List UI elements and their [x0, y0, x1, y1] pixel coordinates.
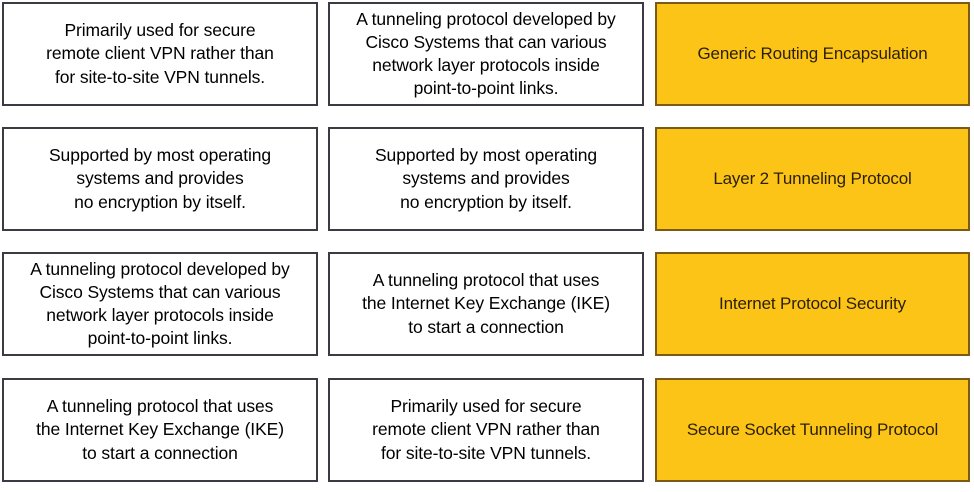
definition-card-middle[interactable]: Supported by most operating systems and … [328, 127, 644, 231]
definition-text: A tunneling protocol developed by Cisco … [356, 8, 616, 99]
definition-text: Supported by most operating systems and … [48, 145, 272, 212]
match-row: Primarily used for secure remote client … [0, 2, 974, 106]
definition-text: Primarily used for secure remote client … [372, 396, 600, 463]
match-row: A tunneling protocol that uses the Inter… [0, 378, 974, 482]
term-label: Internet Protocol Security [719, 293, 906, 313]
definition-text: Supported by most operating systems and … [374, 145, 598, 212]
match-row: A tunneling protocol developed by Cisco … [0, 252, 974, 356]
definition-card-middle[interactable]: A tunneling protocol that uses the Inter… [328, 252, 644, 356]
term-label: Secure Socket Tunneling Protocol [686, 419, 939, 439]
definition-text: A tunneling protocol that uses the Inter… [36, 396, 284, 463]
definition-card-left[interactable]: Primarily used for secure remote client … [2, 2, 318, 106]
term-card[interactable]: Secure Socket Tunneling Protocol [655, 378, 970, 482]
definition-card-middle[interactable]: A tunneling protocol developed by Cisco … [328, 2, 644, 106]
match-row: Supported by most operating systems and … [0, 127, 974, 231]
definition-card-left[interactable]: A tunneling protocol developed by Cisco … [2, 252, 318, 356]
definition-text: A tunneling protocol developed by Cisco … [30, 258, 290, 349]
term-card[interactable]: Layer 2 Tunneling Protocol [655, 127, 970, 231]
term-card[interactable]: Internet Protocol Security [655, 252, 970, 356]
term-card[interactable]: Generic Routing Encapsulation [655, 2, 970, 106]
definition-card-middle[interactable]: Primarily used for secure remote client … [328, 378, 644, 482]
definition-card-left[interactable]: A tunneling protocol that uses the Inter… [2, 378, 318, 482]
term-label: Layer 2 Tunneling Protocol [713, 168, 912, 188]
definition-card-left[interactable]: Supported by most operating systems and … [2, 127, 318, 231]
definition-text: Primarily used for secure remote client … [46, 20, 274, 87]
definition-text: A tunneling protocol that uses the Inter… [362, 270, 610, 337]
term-label: Generic Routing Encapsulation [697, 43, 928, 63]
